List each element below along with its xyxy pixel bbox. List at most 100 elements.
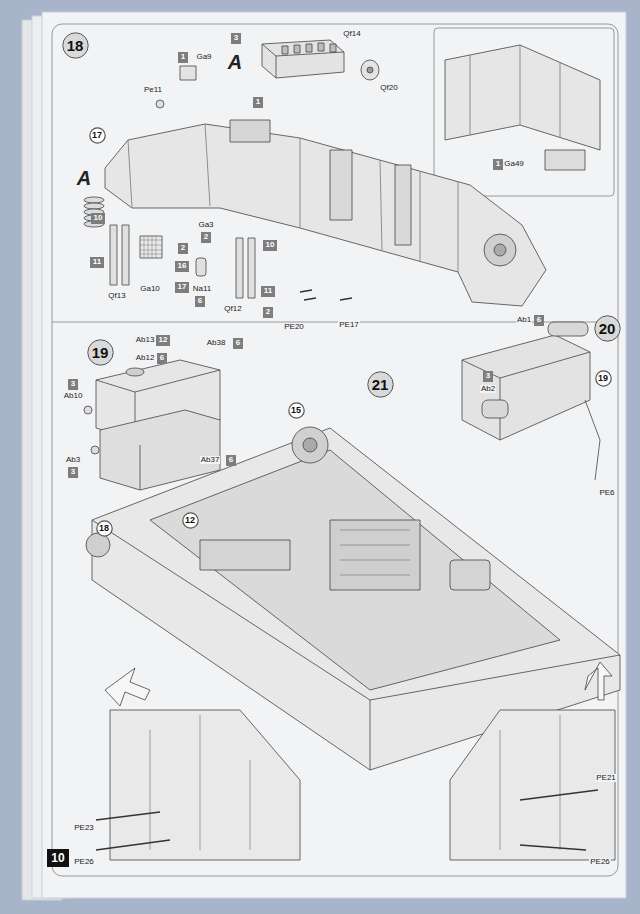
part-label: Ab13 bbox=[135, 336, 156, 344]
part-number: 6 bbox=[236, 339, 240, 347]
part-number: 3 bbox=[234, 34, 238, 42]
sprue-number-box: 10 bbox=[91, 213, 105, 224]
sprue-number-box: 6 bbox=[195, 296, 205, 307]
sprue-number-box: 6 bbox=[534, 315, 544, 326]
callout-circle: 12 bbox=[182, 512, 199, 529]
sprue-number-box: 1 bbox=[253, 97, 263, 108]
part-number: 3 bbox=[71, 468, 75, 476]
part-label: Qf12 bbox=[223, 305, 242, 313]
part-label: PE17 bbox=[338, 321, 360, 329]
circle-shape bbox=[87, 339, 112, 364]
part-label: PE26 bbox=[589, 858, 611, 866]
sprue-number-box: 2 bbox=[263, 307, 273, 318]
part-label: PE23 bbox=[73, 824, 95, 832]
callout-circle: 19 bbox=[595, 370, 612, 387]
part-label: PE21 bbox=[595, 774, 617, 782]
part-label: PE20 bbox=[283, 323, 305, 331]
sprue-number-box: 16 bbox=[175, 261, 189, 272]
part-number: 17 bbox=[92, 131, 102, 140]
part-label: Ab12 bbox=[135, 354, 156, 362]
circle-shape bbox=[288, 402, 303, 417]
sprue-number-box: 10 bbox=[263, 240, 277, 251]
subassembly-letter: A bbox=[76, 168, 92, 188]
callout-circle: 17 bbox=[89, 127, 106, 144]
sprue-number-box: 1 bbox=[493, 159, 503, 170]
part-label: Ab37 bbox=[200, 456, 221, 464]
sprue-number-box: 3 bbox=[68, 467, 78, 478]
part-number: 12 bbox=[159, 336, 168, 344]
part-label: Ga10 bbox=[139, 285, 161, 293]
part-label: Ab3 bbox=[65, 456, 81, 464]
part-number: 2 bbox=[266, 308, 270, 316]
step-number-circle: 20 bbox=[594, 315, 621, 342]
part-number: 18 bbox=[67, 38, 84, 53]
part-number: 10 bbox=[94, 214, 103, 222]
part-number: 20 bbox=[599, 321, 616, 336]
callout-circle: 18 bbox=[96, 520, 113, 537]
sprue-number-box: 1 bbox=[178, 52, 188, 63]
part-number: 11 bbox=[93, 258, 101, 266]
sprue-number-box: 6 bbox=[233, 338, 243, 349]
part-number: 3 bbox=[486, 372, 490, 380]
sprue-number-box: 3 bbox=[231, 33, 241, 44]
sprue-number-box: 11 bbox=[261, 286, 275, 297]
part-number: 12 bbox=[185, 516, 195, 525]
part-number: 19 bbox=[92, 345, 109, 360]
sprue-number-box: 2 bbox=[201, 232, 211, 243]
part-label: PE6 bbox=[598, 489, 615, 497]
sprue-number-box: 2 bbox=[178, 243, 188, 254]
part-label: Ab2 bbox=[480, 385, 496, 393]
sprue-number-box: 6 bbox=[226, 455, 236, 466]
sprue-number-box: 12 bbox=[156, 335, 170, 346]
page-number-box: 10 bbox=[47, 849, 69, 867]
part-label: Ab1 bbox=[516, 316, 532, 324]
part-label: Ab10 bbox=[63, 392, 84, 400]
sprue-number-box: 3 bbox=[68, 379, 78, 390]
part-number: 17 bbox=[178, 283, 187, 291]
callout-circle: 15 bbox=[288, 402, 305, 419]
part-number: 11 bbox=[264, 287, 272, 295]
part-number: 2 bbox=[181, 244, 185, 252]
part-number: 19 bbox=[598, 374, 608, 383]
part-number: 6 bbox=[198, 297, 202, 305]
part-label: Ga3 bbox=[197, 221, 214, 229]
part-label: Ga49 bbox=[503, 160, 525, 168]
part-number: 10 bbox=[51, 852, 64, 864]
part-number: 15 bbox=[291, 406, 301, 415]
step-number-circle: 21 bbox=[367, 371, 394, 398]
circle-shape bbox=[595, 370, 610, 385]
part-number: 6 bbox=[537, 316, 541, 324]
circle-shape bbox=[62, 32, 87, 57]
part-number: 10 bbox=[266, 241, 275, 249]
part-number: 16 bbox=[178, 262, 187, 270]
part-label: Qf14 bbox=[342, 30, 361, 38]
part-number: 3 bbox=[71, 380, 75, 388]
part-number: 1 bbox=[181, 53, 185, 61]
circle-shape bbox=[367, 371, 392, 396]
part-number: 21 bbox=[372, 377, 389, 392]
circle-shape bbox=[594, 315, 619, 340]
part-label: Qf20 bbox=[379, 84, 398, 92]
sprue-number-box: 17 bbox=[175, 282, 189, 293]
step-number-circle: 18 bbox=[62, 32, 89, 59]
sprue-number-box: 11 bbox=[90, 257, 104, 268]
part-number: 18 bbox=[99, 524, 109, 533]
part-number: 6 bbox=[160, 354, 164, 362]
part-label: Na11 bbox=[192, 285, 213, 293]
part-number: 6 bbox=[229, 456, 233, 464]
subassembly-letter: A bbox=[227, 52, 243, 72]
sprue-number-box: 6 bbox=[157, 353, 167, 364]
part-number: 2 bbox=[204, 233, 208, 241]
part-label: Ab38 bbox=[206, 339, 227, 347]
part-number: 1 bbox=[256, 98, 260, 106]
part-number: 1 bbox=[496, 160, 500, 168]
part-label: PE26 bbox=[73, 858, 95, 866]
step-number-circle: 19 bbox=[87, 339, 114, 366]
part-label: Qf13 bbox=[107, 292, 126, 300]
part-label: Pe11 bbox=[143, 86, 163, 94]
circle-shape bbox=[89, 127, 104, 142]
circle-shape bbox=[96, 520, 111, 535]
sprue-number-box: 3 bbox=[483, 371, 493, 382]
circle-shape bbox=[182, 512, 197, 527]
